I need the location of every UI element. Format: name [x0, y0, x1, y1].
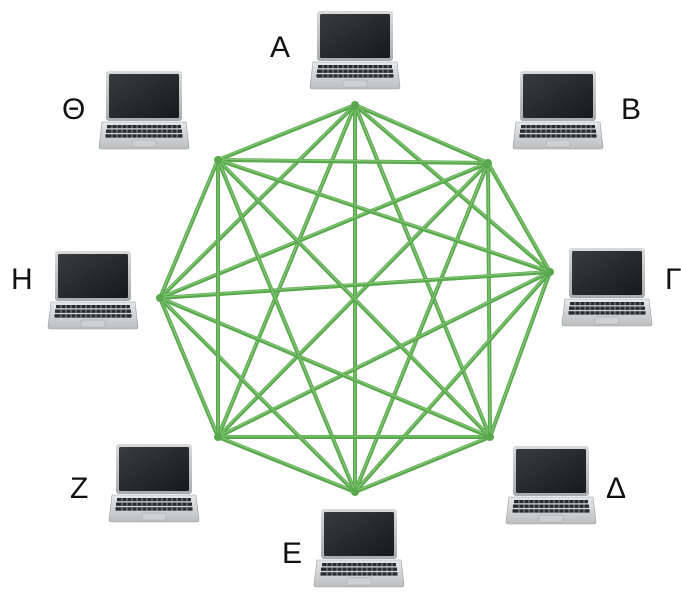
- edge-highlight-B-TH: [217, 158, 489, 163]
- edge-A-TH: [216, 103, 357, 162]
- edge-highlight-B-G: [487, 161, 551, 272]
- node-label-th: Θ: [62, 93, 86, 126]
- laptop-icon-g: [561, 247, 653, 327]
- laptop-icon-a: [309, 10, 401, 90]
- node-label-g: Γ: [665, 263, 681, 296]
- edge-B-H: [158, 161, 490, 300]
- edge-highlight-G-E: [354, 270, 551, 492]
- edge-highlight-Z-H: [159, 296, 219, 437]
- edge-D-H: [158, 296, 492, 439]
- edge-G-H: [158, 270, 552, 300]
- edge-G-TH: [216, 158, 552, 274]
- edge-highlight-H-TH: [159, 158, 219, 298]
- node-label-h: Η: [11, 263, 33, 296]
- hub-point-G: [546, 268, 554, 276]
- edge-highlight-E-Z: [217, 435, 356, 492]
- edge-highlight-A-B: [354, 103, 489, 163]
- laptop-icon-z: [108, 443, 200, 523]
- laptop-icon-b: [512, 70, 604, 150]
- edge-A-G: [353, 103, 552, 274]
- edge-highlight-A-TH: [217, 103, 356, 160]
- node-label-b: Β: [621, 93, 642, 126]
- edge-E-Z: [216, 435, 357, 494]
- edge-highlight-D-E: [354, 435, 491, 492]
- laptop-icon-d: [505, 445, 597, 525]
- hub-point-E: [351, 488, 359, 496]
- laptop-icon-e: [313, 508, 405, 588]
- hub-points: [156, 101, 554, 496]
- edge-highlight-G-H: [159, 270, 551, 298]
- node-label-d: Δ: [606, 472, 627, 505]
- laptop-icon-th: [98, 70, 190, 150]
- edge-A-B: [353, 103, 490, 165]
- hub-point-D: [486, 433, 494, 441]
- node-label-a: Α: [270, 31, 291, 64]
- edge-highlight-A-G: [354, 103, 551, 272]
- hub-point-H: [156, 294, 164, 302]
- edge-highlight-D-H: [159, 296, 491, 437]
- laptop-icon-h: [47, 250, 139, 330]
- edge-highlight-G-TH: [217, 158, 551, 272]
- connection-lines: [158, 103, 552, 494]
- edge-highlight-D-TH: [217, 158, 491, 437]
- edge-highlight-E-TH: [217, 158, 356, 492]
- node-label-z: Ζ: [70, 472, 89, 505]
- edge-highlight-B-D: [487, 161, 491, 437]
- edge-highlight-G-D: [489, 270, 551, 437]
- edge-highlight-B-H: [159, 161, 489, 298]
- edge-D-E: [353, 435, 492, 494]
- hub-point-Z: [214, 433, 222, 441]
- hub-point-B: [484, 159, 492, 167]
- hub-point-A: [351, 101, 359, 109]
- edge-highlight-E-H: [159, 296, 356, 492]
- edge-highlight-A-D: [354, 103, 491, 437]
- edge-B-TH: [216, 158, 490, 165]
- edge-highlight-A-Z: [217, 103, 356, 437]
- hub-point-TH: [214, 156, 222, 164]
- node-label-e: Ε: [282, 537, 303, 570]
